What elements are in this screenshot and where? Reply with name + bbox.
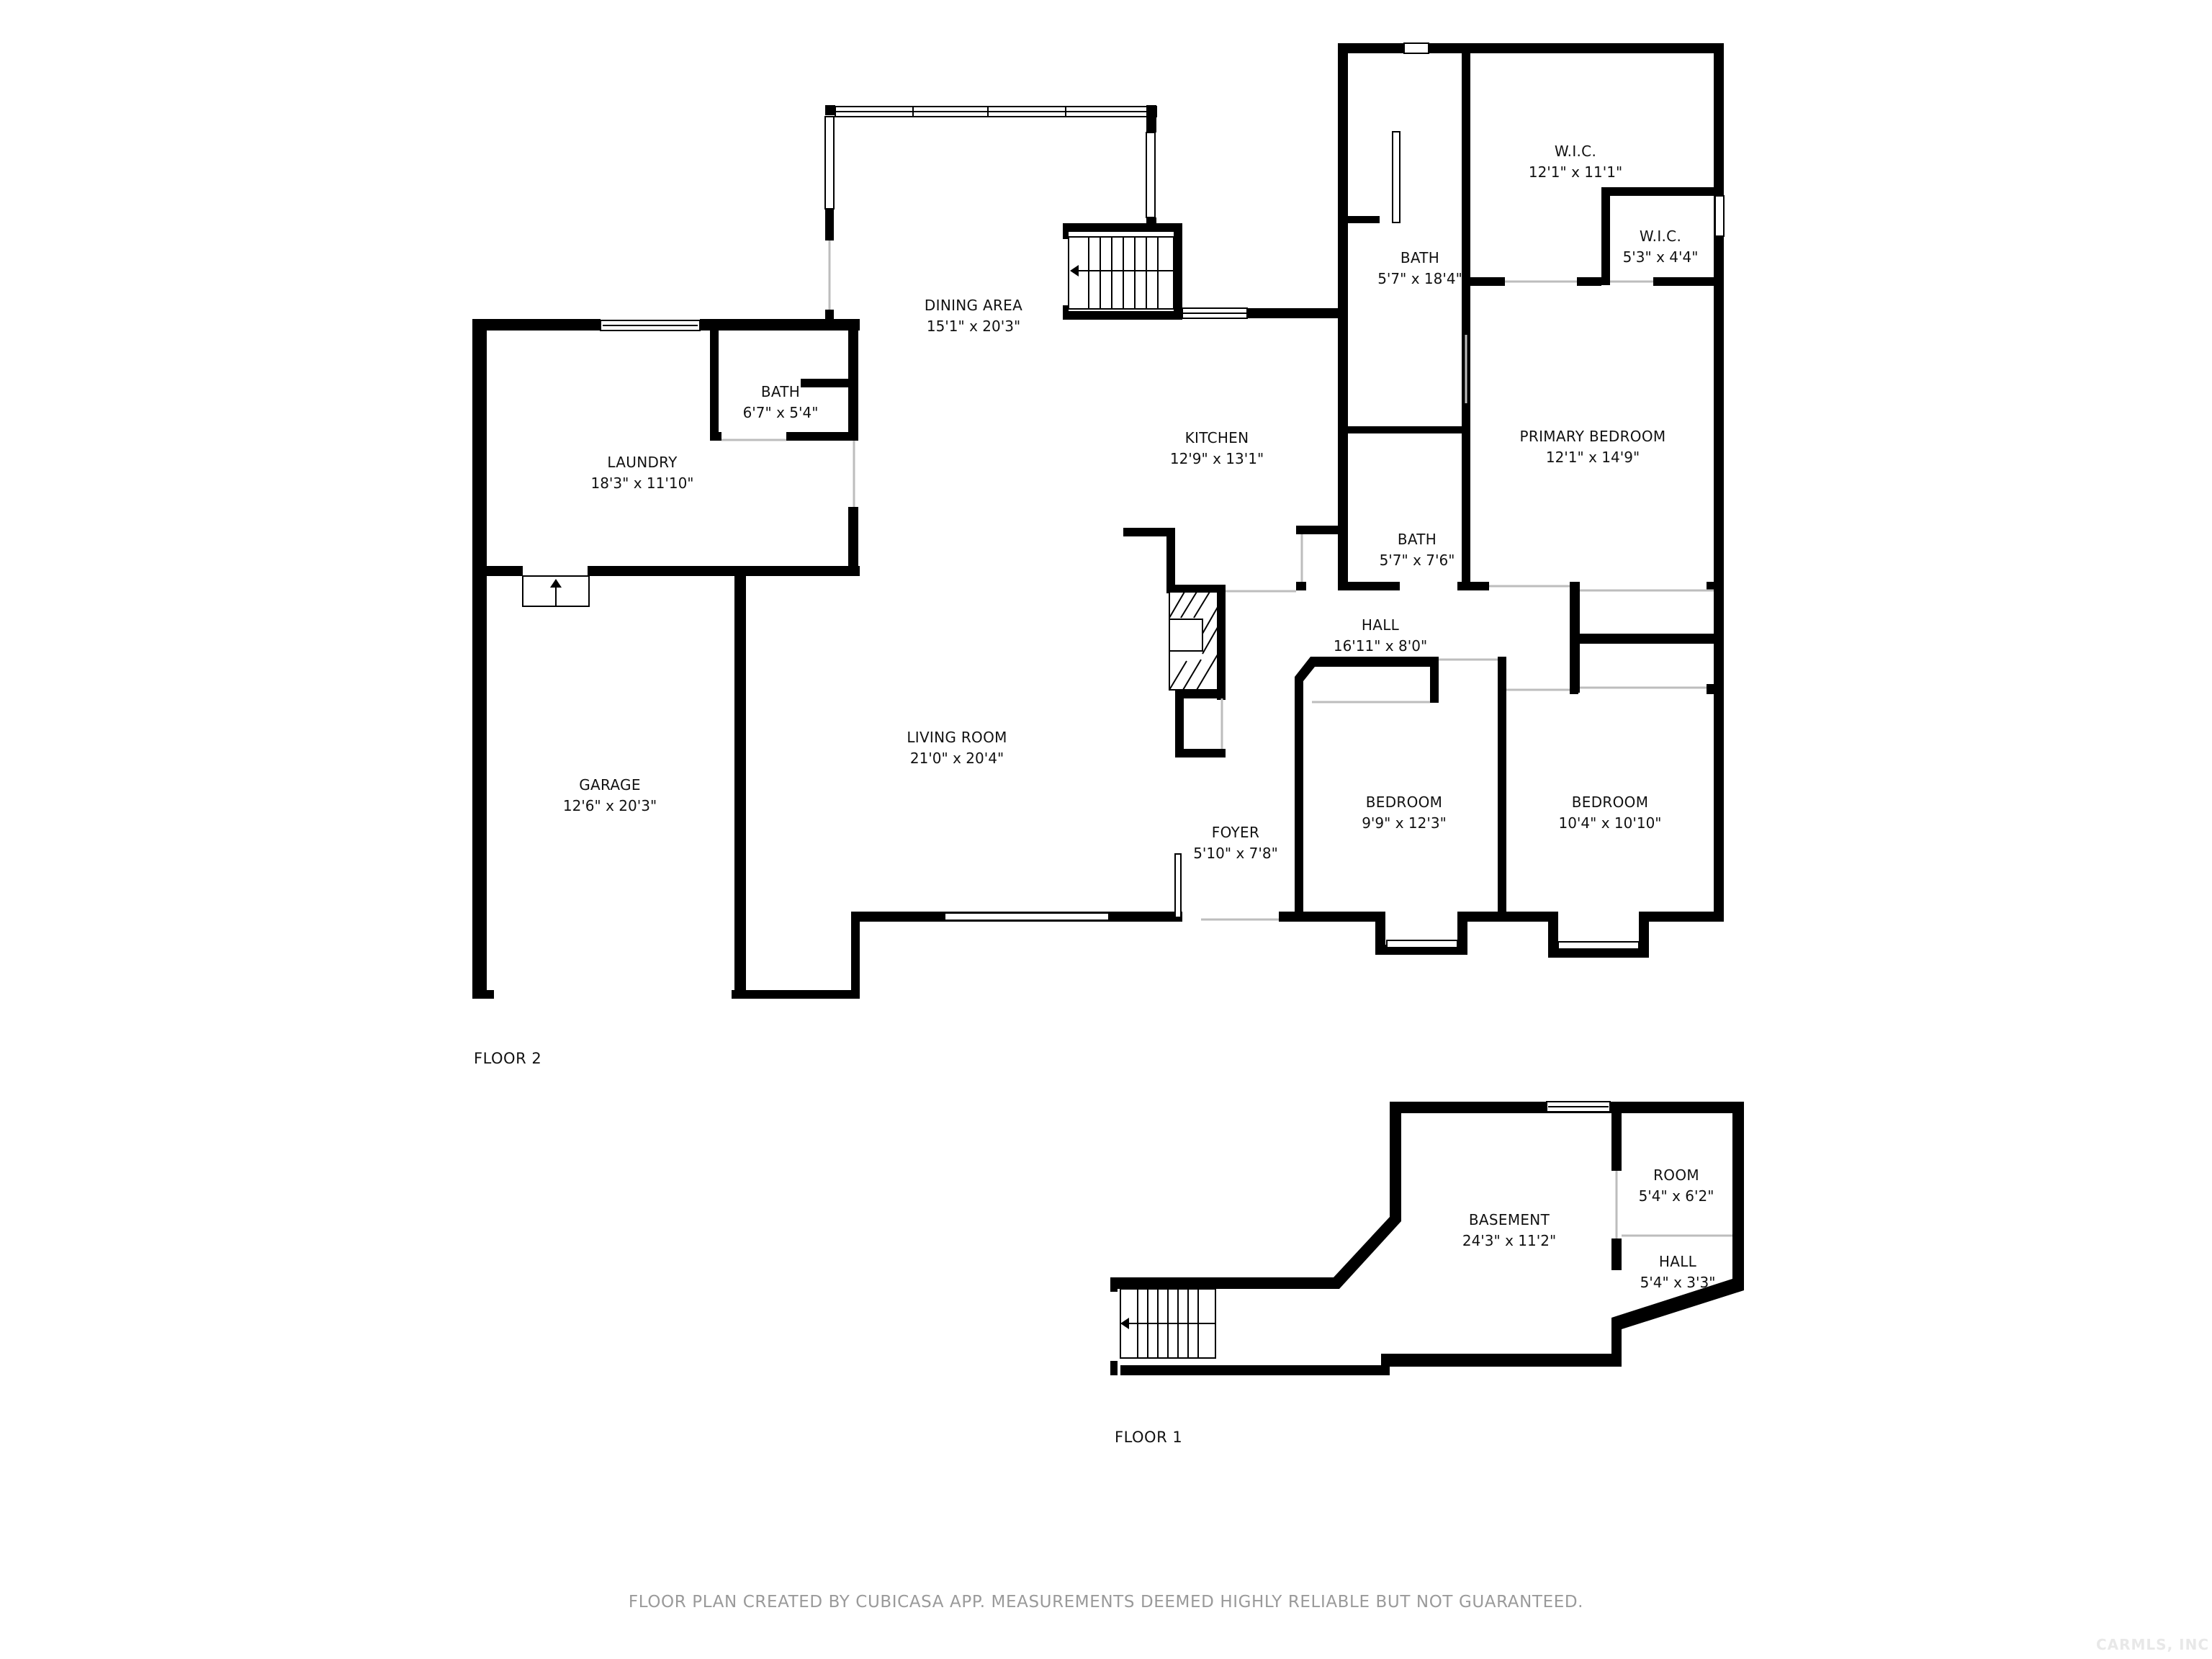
- room-dimensions: 6'7" x 5'4": [742, 404, 819, 421]
- room-label-living-room: LIVING ROOM 21'0" x 20'4": [907, 727, 1007, 769]
- room-label-kitchen: KITCHEN 12'9" x 13'1": [1170, 428, 1264, 469]
- room-dimensions: 12'6" x 20'3": [562, 797, 657, 814]
- room-label-bath-hall: BATH 5'7" x 7'6": [1380, 529, 1455, 571]
- room-dimensions: 12'9" x 13'1": [1169, 450, 1264, 467]
- room-dimensions: 5'3" x 4'4": [1622, 248, 1699, 266]
- room-dimensions: 5'7" x 7'6": [1379, 552, 1455, 569]
- room-name: DINING AREA: [924, 297, 1023, 314]
- room-name: BATH: [1400, 249, 1440, 266]
- room-dimensions: 10'4" x 10'10": [1558, 814, 1662, 832]
- room-name: HALL: [1658, 1253, 1697, 1270]
- disclaimer-footer: FLOOR PLAN CREATED BY CUBICASA APP. MEAS…: [628, 1593, 1584, 1611]
- room-name: LAUNDRY: [607, 454, 678, 471]
- room-label-bedroom-2: BEDROOM 10'4" x 10'10": [1558, 792, 1661, 834]
- room-label-wic-small: W.I.C. 5'3" x 4'4": [1623, 226, 1699, 268]
- watermark: CARMLS, INC: [2095, 1636, 2209, 1653]
- room-dimensions: 24'3" x 11'2": [1462, 1232, 1557, 1249]
- room-label-bath-laundry: BATH 6'7" x 5'4": [743, 382, 819, 423]
- room-dimensions: 5'4" x 3'3": [1640, 1274, 1716, 1291]
- room-dimensions: 16'11" x 8'0": [1333, 637, 1428, 655]
- room-dimensions: 5'7" x 18'4": [1377, 270, 1462, 287]
- room-label-primary-bedroom: PRIMARY BEDROOM 12'1" x 14'9": [1520, 426, 1666, 468]
- room-dimensions: 5'4" x 6'2": [1638, 1187, 1714, 1205]
- room-dimensions: 12'1" x 14'9": [1545, 449, 1640, 466]
- room-name: BEDROOM: [1365, 793, 1443, 811]
- room-name: W.I.C.: [1554, 143, 1597, 160]
- room-name: BASEMENT: [1468, 1211, 1550, 1228]
- room-label-foyer: FOYER 5'10" x 7'8": [1193, 822, 1278, 864]
- room-name: BATH: [760, 383, 801, 400]
- room-label-dining-area: DINING AREA 15'1" x 20'3": [925, 295, 1022, 337]
- floor-1-walls: [1110, 1101, 1744, 1375]
- stairs-floor2: [1068, 236, 1174, 310]
- room-label-bath-primary: BATH 5'7" x 18'4": [1377, 248, 1462, 289]
- floor-2-label: FLOOR 2: [474, 1050, 542, 1067]
- room-dimensions: 12'1" x 11'1": [1528, 163, 1623, 181]
- room-dimensions: 9'9" x 12'3": [1362, 814, 1447, 832]
- floor-2-walls: [472, 42, 1725, 999]
- room-dimensions: 15'1" x 20'3": [926, 318, 1021, 335]
- room-label-basement-hall: HALL 5'4" x 3'3": [1640, 1251, 1716, 1293]
- room-label-wic-large: W.I.C. 12'1" x 11'1": [1529, 141, 1622, 183]
- room-label-laundry: LAUNDRY 18'3" x 11'10": [590, 452, 693, 494]
- room-name: LIVING ROOM: [907, 729, 1007, 746]
- room-name: GARAGE: [579, 776, 641, 793]
- stairs-floor1: [1120, 1288, 1216, 1359]
- room-name: HALL: [1361, 616, 1400, 634]
- room-name: BATH: [1397, 531, 1437, 548]
- room-name: FOYER: [1211, 824, 1260, 841]
- room-name: PRIMARY BEDROOM: [1519, 428, 1666, 445]
- room-name: W.I.C.: [1639, 228, 1682, 245]
- room-name: ROOM: [1653, 1166, 1699, 1184]
- room-label-garage: GARAGE 12'6" x 20'3": [563, 775, 657, 817]
- room-name: KITCHEN: [1184, 429, 1249, 446]
- room-dimensions: 21'0" x 20'4": [909, 750, 1004, 767]
- room-label-basement: BASEMENT 24'3" x 11'2": [1462, 1210, 1556, 1251]
- room-label-room: ROOM 5'4" x 6'2": [1639, 1165, 1714, 1207]
- room-name: BEDROOM: [1571, 793, 1649, 811]
- room-dimensions: 5'10" x 7'8": [1193, 845, 1278, 862]
- fireplace: [1169, 591, 1220, 691]
- room-label-bedroom-1: BEDROOM 9'9" x 12'3": [1362, 792, 1447, 834]
- room-dimensions: 18'3" x 11'10": [590, 475, 694, 492]
- room-label-hall: HALL 16'11" x 8'0": [1334, 615, 1427, 657]
- floor-1-label: FLOOR 1: [1115, 1429, 1183, 1446]
